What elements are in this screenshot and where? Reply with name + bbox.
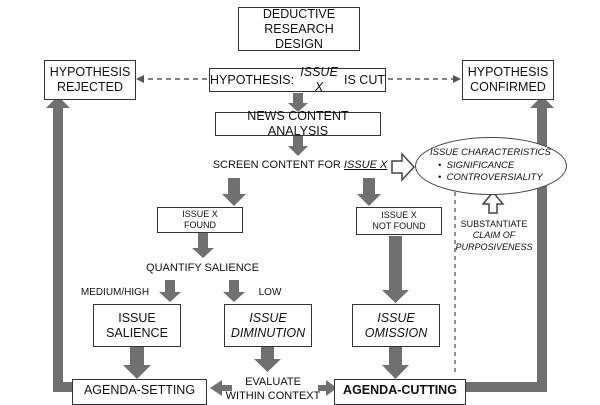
notfound-line1: ISSUE X — [381, 210, 417, 221]
hypothesis-confirmed-box: HYPOTHESIS CONFIRMED — [462, 60, 554, 100]
arrow-notfound-to-omission — [382, 236, 409, 303]
substantiate-label: SUBSTANTIATE CLAIM OF PURPOSIVENESS — [454, 219, 534, 253]
evaluate-label: EVALUATE WITHIN CONTEXT — [218, 376, 328, 404]
hypothesis-suffix: IS CUT — [340, 72, 385, 87]
arrow-omission-to-agenda-cutting — [382, 347, 409, 379]
arrow-quantify-to-salience — [159, 280, 181, 302]
diminution-line2: DIMINUTION — [230, 325, 306, 340]
agenda-setting-label: AGENDA-SETTING — [83, 383, 196, 397]
arrow-evaluate-to-agenda-cutting — [318, 380, 337, 396]
screen-content-prefix: SCREEN CONTENT FOR — [212, 159, 344, 171]
news-content-analysis-box: NEWS CONTENT ANALYSIS — [215, 109, 381, 138]
agenda-setting-box: AGENDA-SETTING — [72, 379, 207, 405]
rejected-line1: HYPOTHESIS — [49, 65, 131, 79]
issue-omission-box: ISSUE OMISSION — [352, 304, 440, 347]
arrow-analysis-to-screen — [288, 136, 308, 156]
issue-diminution-box: ISSUE DIMINUTION — [224, 304, 312, 347]
rejected-line2: REJECTED — [57, 80, 123, 94]
agenda-cutting-box: AGENDA-CUTTING — [334, 379, 466, 405]
arrow-agenda-cutting-to-confirmed — [466, 96, 554, 392]
deductive-research-design-box: DEDUCTIVE RESEARCH DESIGN — [238, 7, 360, 51]
characteristics-title: ISSUE CHARACTERISTICS — [430, 147, 551, 159]
arrow-screen-to-notfound — [357, 178, 381, 206]
confirmed-line2: CONFIRMED — [470, 80, 546, 94]
substantiate-line1: SUBSTANTIATE — [460, 219, 528, 229]
medium-high-label: MEDIUM/HIGH — [80, 287, 150, 298]
controversiality-text: CONTROVERSIALITY — [446, 172, 543, 184]
found-line2: FOUND — [184, 220, 216, 230]
hypothesis-prefix: HYPOTHESIS: — [210, 72, 298, 87]
hypothesis-rejected-box: HYPOTHESIS REJECTED — [44, 60, 136, 100]
hypothesis-main-box: HYPOTHESIS: ISSUE X IS CUT — [209, 65, 386, 94]
arrow-screen-to-characteristics — [391, 152, 416, 182]
arrow-substantiate-to-characteristics — [481, 190, 505, 214]
omission-line2: OMISSION — [364, 325, 428, 340]
arrow-agenda-setting-to-rejected — [46, 96, 72, 392]
deductive-line1: DEDUCTIVE — [262, 6, 336, 21]
news-content-analysis-label: NEWS CONTENT ANALYSIS — [247, 109, 349, 138]
screen-content-issue: ISSUE X — [343, 159, 388, 171]
arrow-found-to-quantify — [192, 233, 214, 258]
hypothesis-issue: ISSUE X — [300, 65, 338, 94]
evaluate-line2: WITHIN CONTEXT — [225, 389, 321, 402]
arrow-diminution-to-evaluate — [254, 347, 281, 372]
significance-text: SIGNIFICANCE — [446, 159, 515, 171]
deductive-line2: RESEARCH DESIGN — [264, 21, 334, 51]
agenda-cutting-label: AGENDA-CUTTING — [343, 383, 457, 397]
substantiate-line2: CLAIM OF — [472, 230, 516, 241]
arrow-hypothesis-to-analysis — [288, 93, 308, 112]
notfound-line2: NOT FOUND — [372, 221, 426, 231]
arrow-salience-to-agenda-setting — [123, 347, 151, 379]
arrow-evaluate-to-agenda-setting — [210, 380, 232, 396]
evaluate-line1: EVALUATE — [245, 376, 301, 388]
salience-line2: SALIENCE — [106, 325, 168, 340]
salience-line1: ISSUE — [118, 310, 156, 325]
characteristic-item-significance: • SIGNIFICANCE — [438, 159, 515, 171]
diminution-line1: ISSUE — [249, 310, 287, 325]
arrow-screen-to-found — [222, 178, 246, 206]
low-label: LOW — [258, 287, 282, 298]
screen-content-label: SCREEN CONTENT FOR ISSUE X — [205, 159, 395, 173]
issue-not-found-box: ISSUE X NOT FOUND — [356, 207, 442, 235]
issue-found-box: ISSUE X FOUND — [157, 207, 243, 233]
issue-salience-box: ISSUE SALIENCE — [93, 304, 181, 347]
arrow-quantify-to-diminution — [223, 280, 245, 302]
substantiate-line3: PURPOSIVENESS — [455, 241, 533, 252]
confirmed-line1: HYPOTHESIS — [467, 65, 549, 79]
quantify-salience-label: QUANTIFY SALIENCE — [146, 262, 259, 274]
issue-characteristics-ellipse: ISSUE CHARACTERISTICS • SIGNIFICANCE • C… — [415, 137, 567, 195]
omission-line1: ISSUE — [377, 310, 415, 325]
characteristic-item-controversiality: • CONTROVERSIALITY — [438, 172, 543, 184]
found-line1: ISSUE X — [182, 209, 218, 220]
